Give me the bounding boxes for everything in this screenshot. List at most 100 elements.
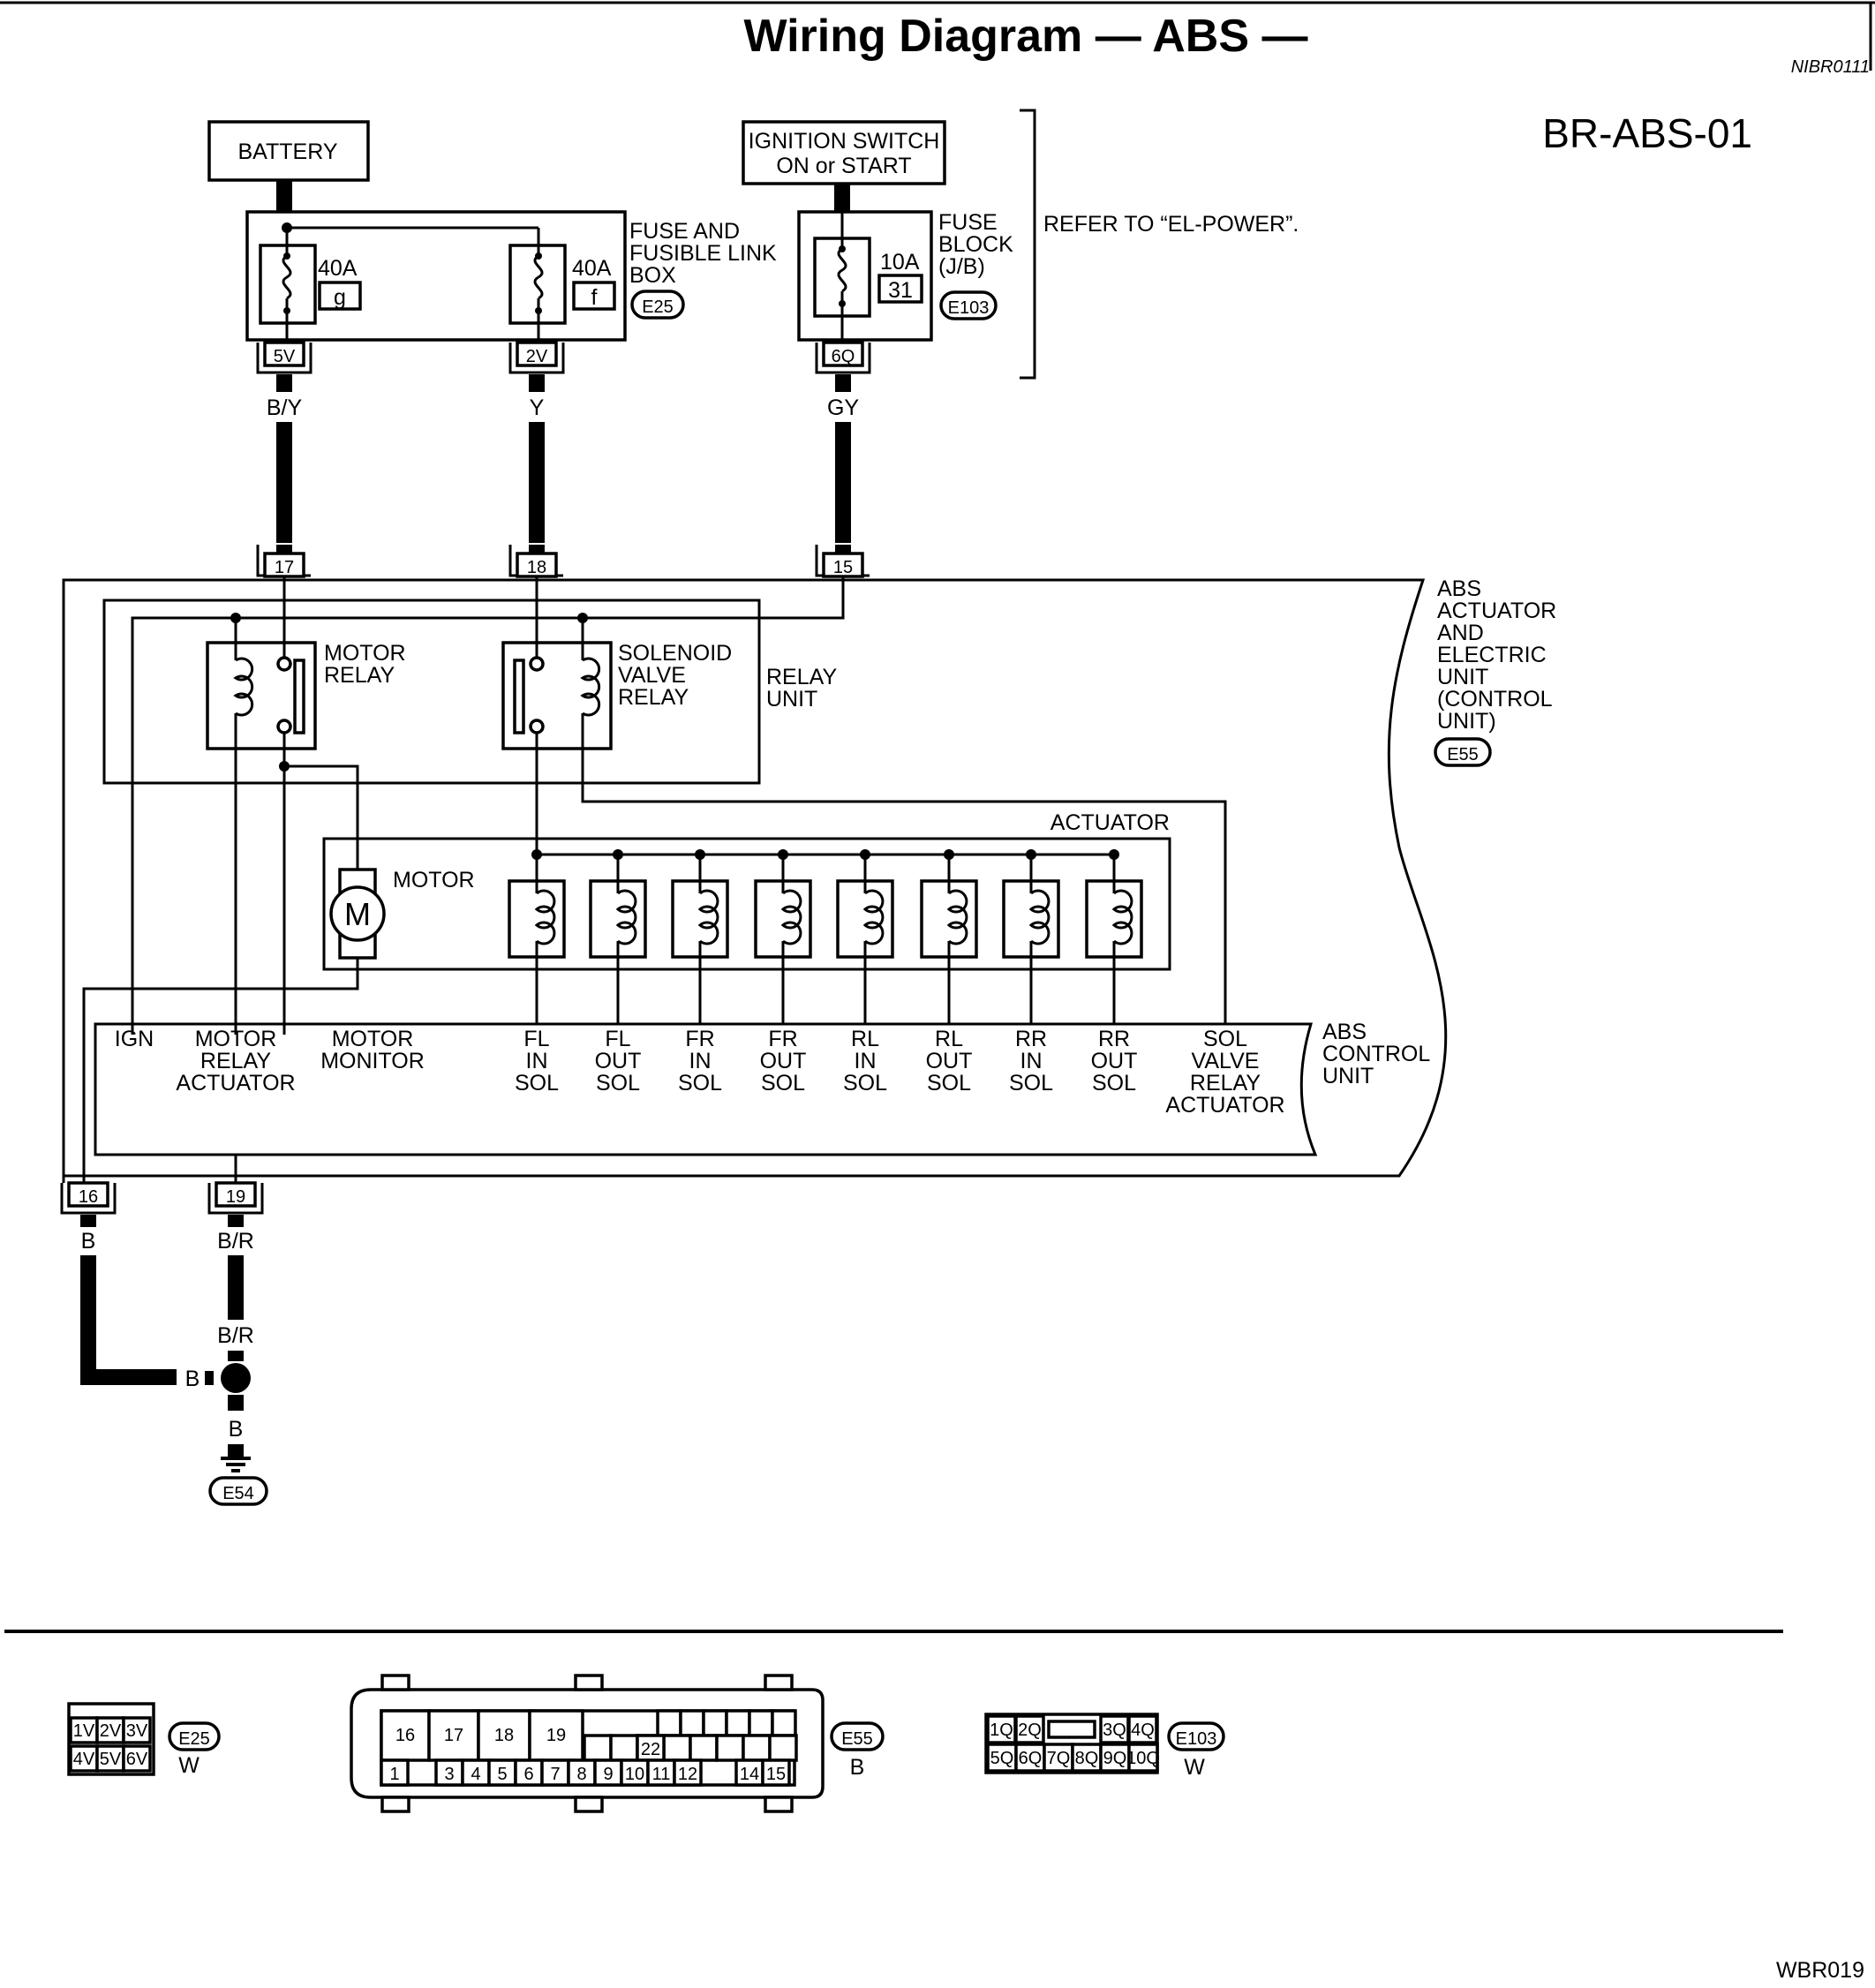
ignition-switch-source: IGNITION SWITCH ON or START [742,120,946,185]
terminal-label-8-3: SOL [843,1071,887,1096]
solenoid-coil-3 [671,849,729,1024]
fuse-block-connector: E103 [948,298,990,318]
terminal-label-10-1: RR [1015,1027,1047,1051]
solenoid-relay-label-2: VALVE [618,663,686,688]
wire-color-y: Y [530,395,545,420]
battery-source: BATTERY [207,120,370,182]
svg-text:5Q: 5Q [990,1749,1014,1768]
svg-text:2V: 2V [526,347,548,366]
svg-text:7: 7 [550,1765,560,1784]
svg-text:1Q: 1Q [990,1721,1013,1740]
terminal-label-12-1: SOL [1203,1027,1247,1051]
svg-text:10: 10 [625,1765,644,1784]
terminal-label-7-3: SOL [761,1071,805,1096]
abs-unit-label-7: UNIT) [1437,709,1496,734]
fuse-block-label-2: BLOCK [938,232,1013,257]
pin-18: 18 [508,545,563,578]
svg-text:17: 17 [275,558,294,577]
svg-text:16: 16 [79,1187,98,1207]
terminal-label-10-2: IN [1020,1049,1043,1073]
terminal-label-12-2: VALVE [1192,1049,1260,1073]
joint-upper-label: B/R [217,1323,254,1348]
svg-text:22: 22 [641,1740,660,1759]
abs-unit-label-5: UNIT [1437,665,1488,689]
solenoid-valve-relay [501,576,613,750]
svg-text:4: 4 [471,1765,480,1784]
e55-cavity-10: 10 [620,1758,650,1787]
page-title: Wiring Diagram — ABS — [743,11,1307,62]
terminal-label-7-2: OUT [760,1049,807,1073]
motor-relay-label-2: RELAY [324,663,395,688]
e103-cavity-10Q: 10Q [1126,1743,1160,1773]
terminal-label-3-1: MOTOR [332,1027,414,1051]
terminal-label-9-2: OUT [926,1049,973,1073]
e55-cavity-5: 5 [487,1758,517,1787]
svg-text:8: 8 [576,1765,586,1784]
solenoid-coil-1 [508,849,566,1024]
ignition-label-1: IGNITION SWITCH [749,129,940,154]
terminal-2v: 2V [508,341,565,374]
wire-b-ground [80,1255,177,1385]
motor-relay-contact [293,659,305,734]
e103-cavity-9Q: 9Q [1099,1743,1131,1773]
terminal-label-12-3: RELAY [1190,1071,1261,1096]
pin-19: 19 [207,1181,264,1215]
fuse-block-label-1: FUSE [938,210,998,235]
e55-cavity-9: 9 [593,1758,623,1787]
motor-relay [206,576,317,1035]
terminal-label-3-2: MONITOR [320,1049,425,1073]
motor-relay-coil [233,657,254,717]
terminal-label-5-3: SOL [596,1071,640,1096]
terminal-label-4-3: SOL [515,1071,559,1096]
e55-cavity-1: 1 [380,1758,410,1787]
svg-text:6Q: 6Q [832,347,855,366]
fuse-f-rating: 40A [572,256,612,281]
svg-text:8Q: 8Q [1075,1749,1099,1768]
e55-cavity-8: 8 [567,1758,597,1787]
abs-unit-label-4: ELECTRIC [1437,643,1547,667]
wire-color-gy: GY [827,395,859,420]
e55-cavity-12: 12 [673,1758,703,1787]
terminal-label-7-1: FR [768,1027,797,1051]
e55-cavity-3: 3 [434,1758,464,1787]
control-unit-label-1: ABS [1322,1020,1367,1044]
motor-label: MOTOR [393,868,475,892]
svg-text:W: W [178,1753,200,1778]
svg-text:11: 11 [652,1765,671,1784]
solenoid-relay-label-1: SOLENOID [618,641,732,666]
terminal-label-2-3: ACTUATOR [176,1071,295,1096]
e55-cavity-16: 16 [380,1709,431,1762]
wire-color-b-16: B [81,1229,96,1254]
ground-joint [221,1363,251,1393]
svg-text:4V: 4V [73,1750,95,1769]
svg-text:1: 1 [389,1765,399,1784]
svg-text:19: 19 [546,1726,566,1745]
relay-unit-label-1: RELAY [766,665,837,689]
terminal-label-8-2: IN [855,1049,877,1073]
e55-cavity-22: 22 [636,1734,666,1762]
svg-text:3: 3 [444,1765,454,1784]
solenoid-coil-7 [1002,849,1060,1024]
svg-text:6: 6 [523,1765,533,1784]
svg-text:17: 17 [444,1726,463,1745]
svg-text:2V: 2V [100,1721,122,1741]
terminal-label-1-1: IGN [115,1027,154,1051]
abs-unit-label-1: ABS [1437,576,1481,601]
actuator-label: ACTUATOR [1050,810,1170,835]
control-unit-label-3: UNIT [1322,1064,1374,1088]
abs-unit-label-3: AND [1437,621,1484,645]
e103-cavity-4Q: 4Q [1127,1714,1158,1744]
solenoid-coil-6 [920,849,978,1024]
abs-control-unit-box [94,1022,1318,1156]
fuse-f-id: f [591,285,598,310]
e25-cavity-1V: 1V [69,1716,99,1744]
terminal-label-8-1: RL [851,1027,879,1051]
svg-text:15: 15 [766,1765,786,1784]
svg-text:10Q: 10Q [1126,1749,1160,1768]
svg-text:5: 5 [497,1765,507,1784]
terminal-label-11-1: RR [1098,1027,1130,1051]
ign-internal-wire [131,576,845,1035]
terminal-label-11-3: SOL [1092,1071,1136,1096]
svg-text:1V: 1V [73,1721,95,1741]
terminal-label-6-1: FR [685,1027,714,1051]
